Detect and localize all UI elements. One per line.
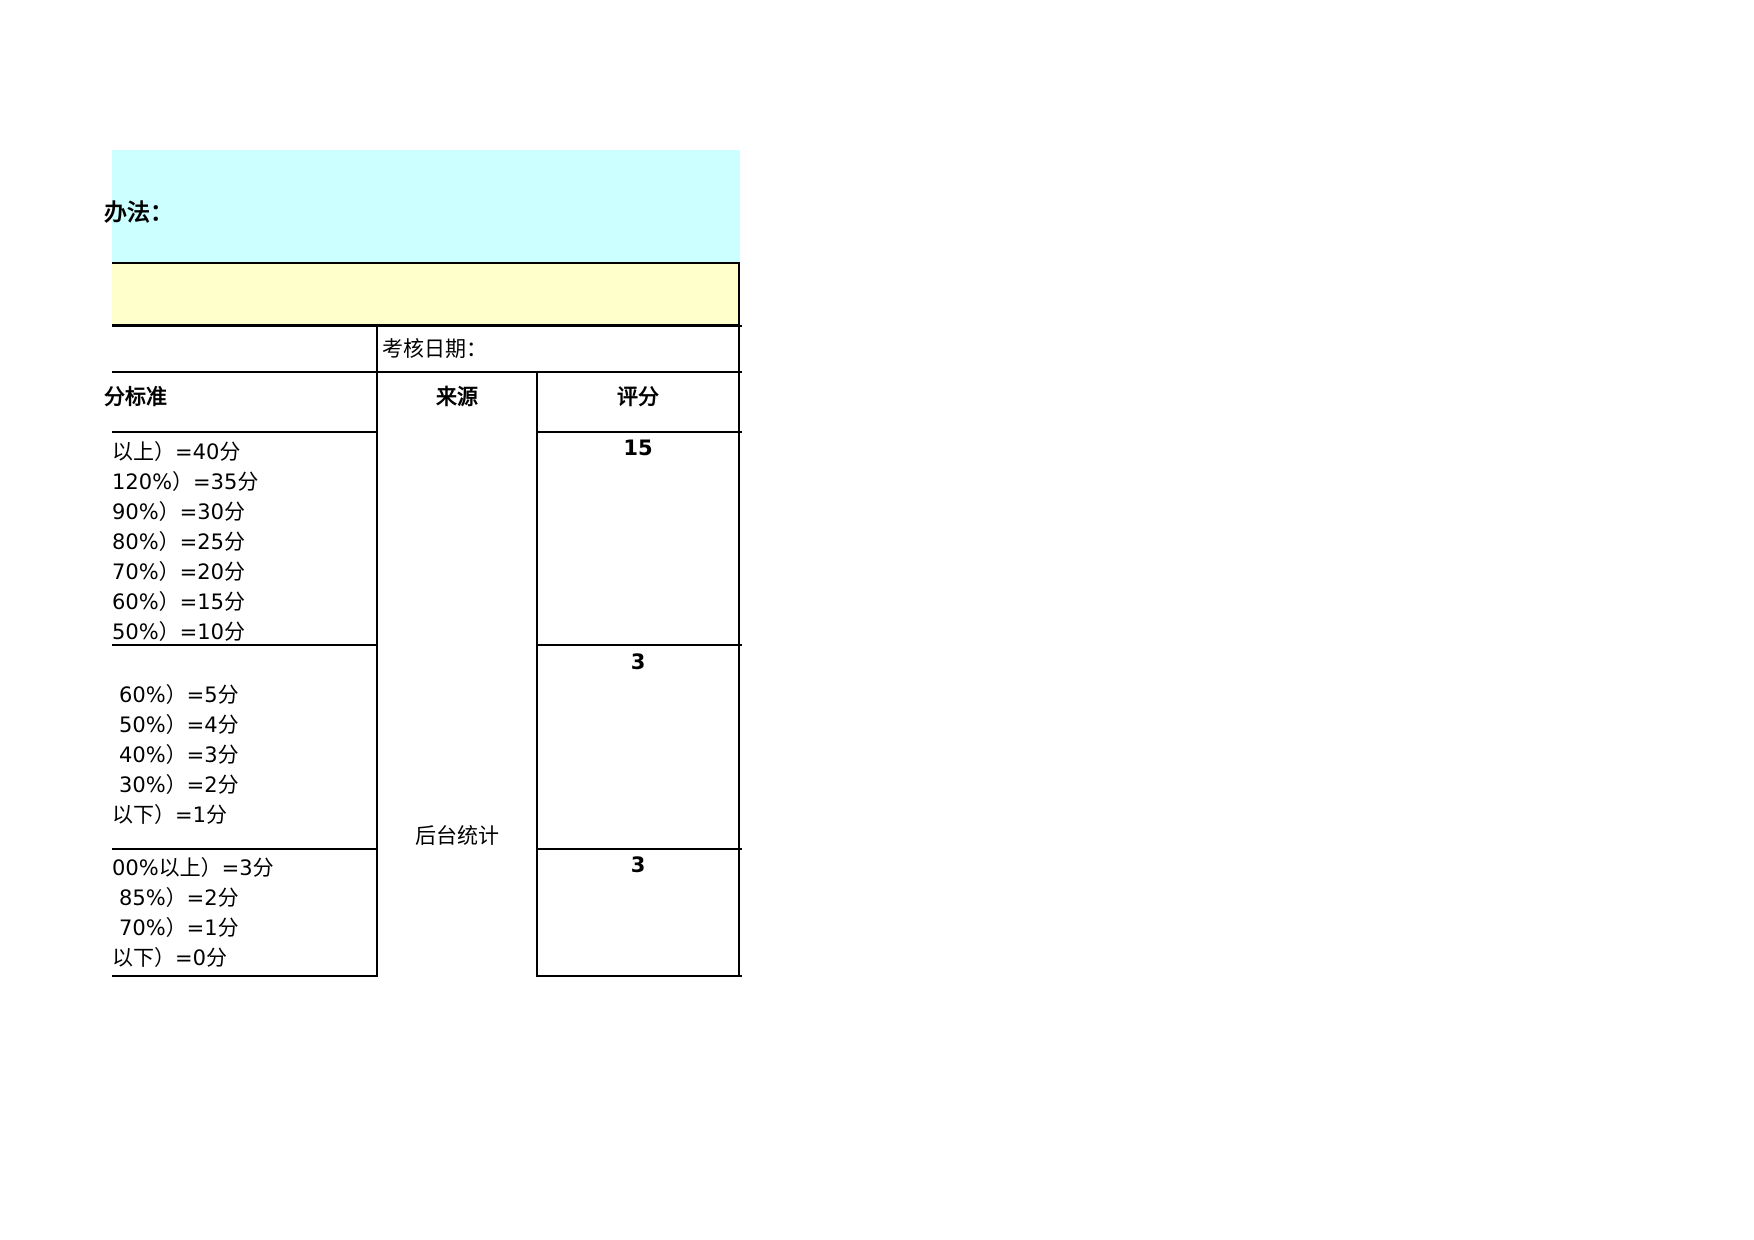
divider — [112, 975, 377, 977]
criteria-line: 40%）=3分 — [119, 743, 239, 767]
divider — [537, 848, 742, 850]
score-row-3: 3 — [630, 853, 646, 877]
criteria-line: 以上）=40分 — [112, 440, 241, 464]
sheet-title: 办法： — [104, 200, 173, 226]
criteria-line: 60%）=5分 — [119, 683, 239, 707]
criteria-line — [119, 650, 375, 680]
criteria-line: 30%）=2分 — [119, 773, 239, 797]
divider — [537, 975, 742, 977]
criteria-line: 70%）=20分 — [112, 560, 245, 584]
criteria-line: 70%）=1分 — [119, 916, 239, 940]
criteria-line: 以下）=1分 — [112, 803, 227, 827]
divider — [738, 262, 740, 977]
criteria-row-3: 00%以上）=3分 85%）=2分 70%）=1分 以下）=0分 — [112, 853, 375, 973]
criteria-row-1: 以上）=40分 120%）=35分 90%）=30分 80%）=25分 70%）… — [112, 437, 375, 647]
header-score: 评分 — [617, 385, 659, 409]
source-value: 后台统计 — [415, 824, 499, 848]
criteria-line: 50%）=10分 — [112, 620, 245, 644]
header-criteria: 分标准 — [104, 385, 167, 409]
title-band — [112, 150, 740, 262]
divider — [112, 371, 742, 373]
criteria-line: 60%）=15分 — [112, 590, 245, 614]
divider — [112, 431, 377, 433]
divider — [112, 848, 377, 850]
divider — [537, 644, 742, 646]
criteria-line: 90%）=30分 — [112, 500, 245, 524]
criteria-line: 120%）=35分 — [112, 470, 259, 494]
divider — [112, 644, 377, 646]
divider — [376, 326, 378, 977]
criteria-line: 85%）=2分 — [119, 886, 239, 910]
criteria-line: 以下）=0分 — [112, 946, 227, 970]
criteria-line: 00%以上）=3分 — [112, 856, 274, 880]
header-source: 来源 — [436, 385, 478, 409]
divider — [537, 431, 742, 433]
score-row-2: 3 — [630, 650, 646, 674]
date-label: 考核日期： — [382, 337, 487, 361]
divider — [536, 372, 538, 977]
info-band — [112, 262, 740, 326]
criteria-row-2: 60%）=5分 50%）=4分 40%）=3分 30%）=2分 以下）=1分 — [112, 650, 375, 830]
divider — [112, 325, 742, 327]
score-row-1: 15 — [623, 436, 653, 460]
criteria-line: 50%）=4分 — [119, 713, 239, 737]
criteria-line: 80%）=25分 — [112, 530, 245, 554]
